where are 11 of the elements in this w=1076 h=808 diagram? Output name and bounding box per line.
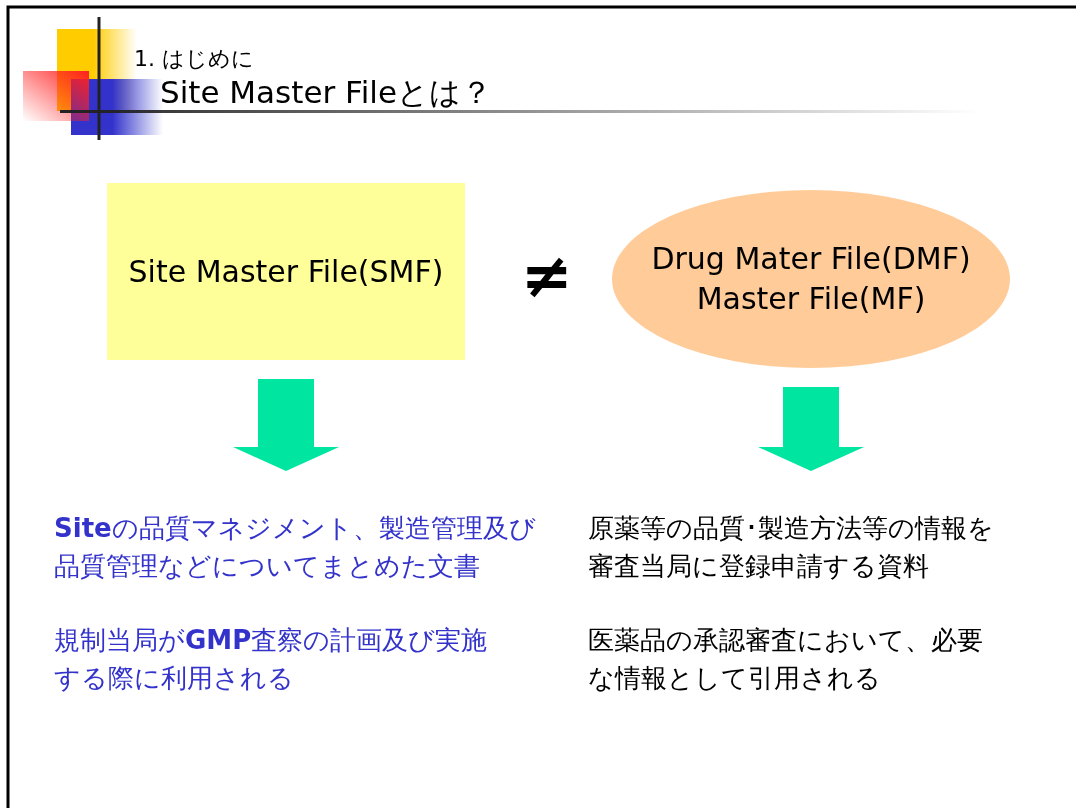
description-text: Siteの品質マネジメント、製造管理及び品質管理などについてまとめた文書 <box>54 509 551 585</box>
description-text: 原薬等の品質･製造方法等の情報を審査当局に登録申請する資料 <box>588 509 1004 585</box>
description-text: 規制当局がGMP査察の計画及び実施する際に利用される <box>54 624 489 695</box>
block-arrow <box>233 379 339 471</box>
slide-title: Site Master Fileとは？ <box>160 73 492 112</box>
process-box: Site Master File(SMF) <box>107 183 465 360</box>
not-equal-sign: ≠ <box>520 242 574 311</box>
description-text: 医薬品の承認審査において、必要な情報として引用される <box>588 624 984 695</box>
ellipse-node: Drug Mater File(DMF) Master File(MF) <box>612 190 1010 368</box>
block-arrow <box>758 387 864 471</box>
section-heading: 1. はじめに <box>134 45 255 73</box>
